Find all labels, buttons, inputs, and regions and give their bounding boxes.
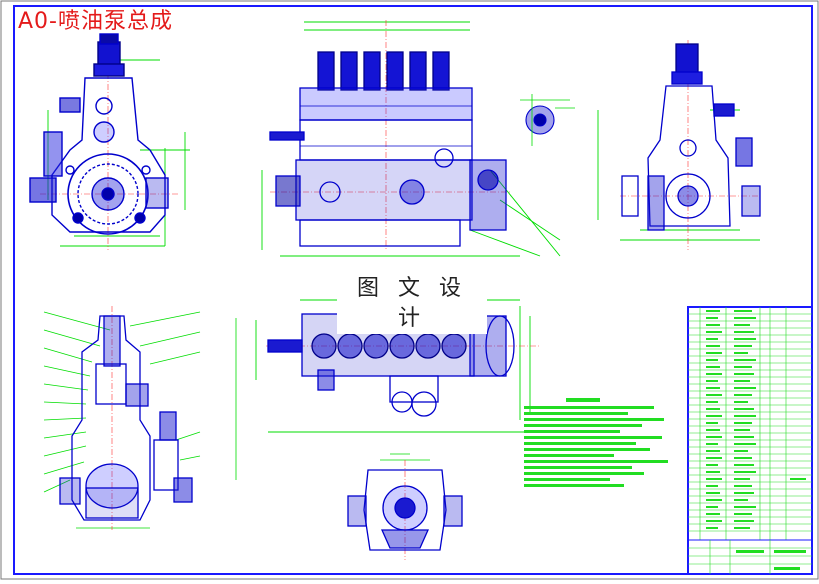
front-view (29, 33, 190, 250)
parts-list-table (687, 306, 813, 575)
section-c-c-view (520, 94, 575, 146)
drawing-title: A0-喷油泵总成 (18, 9, 173, 34)
right-side-view (597, 40, 761, 250)
side-elevation-view (261, 20, 561, 257)
inner-frame (13, 5, 813, 575)
watermark-caption: 图 文 设 计 (337, 274, 487, 334)
technical-notes-block (524, 398, 668, 487)
section-a-a-view (43, 306, 237, 530)
section-b-b-view (347, 453, 463, 560)
